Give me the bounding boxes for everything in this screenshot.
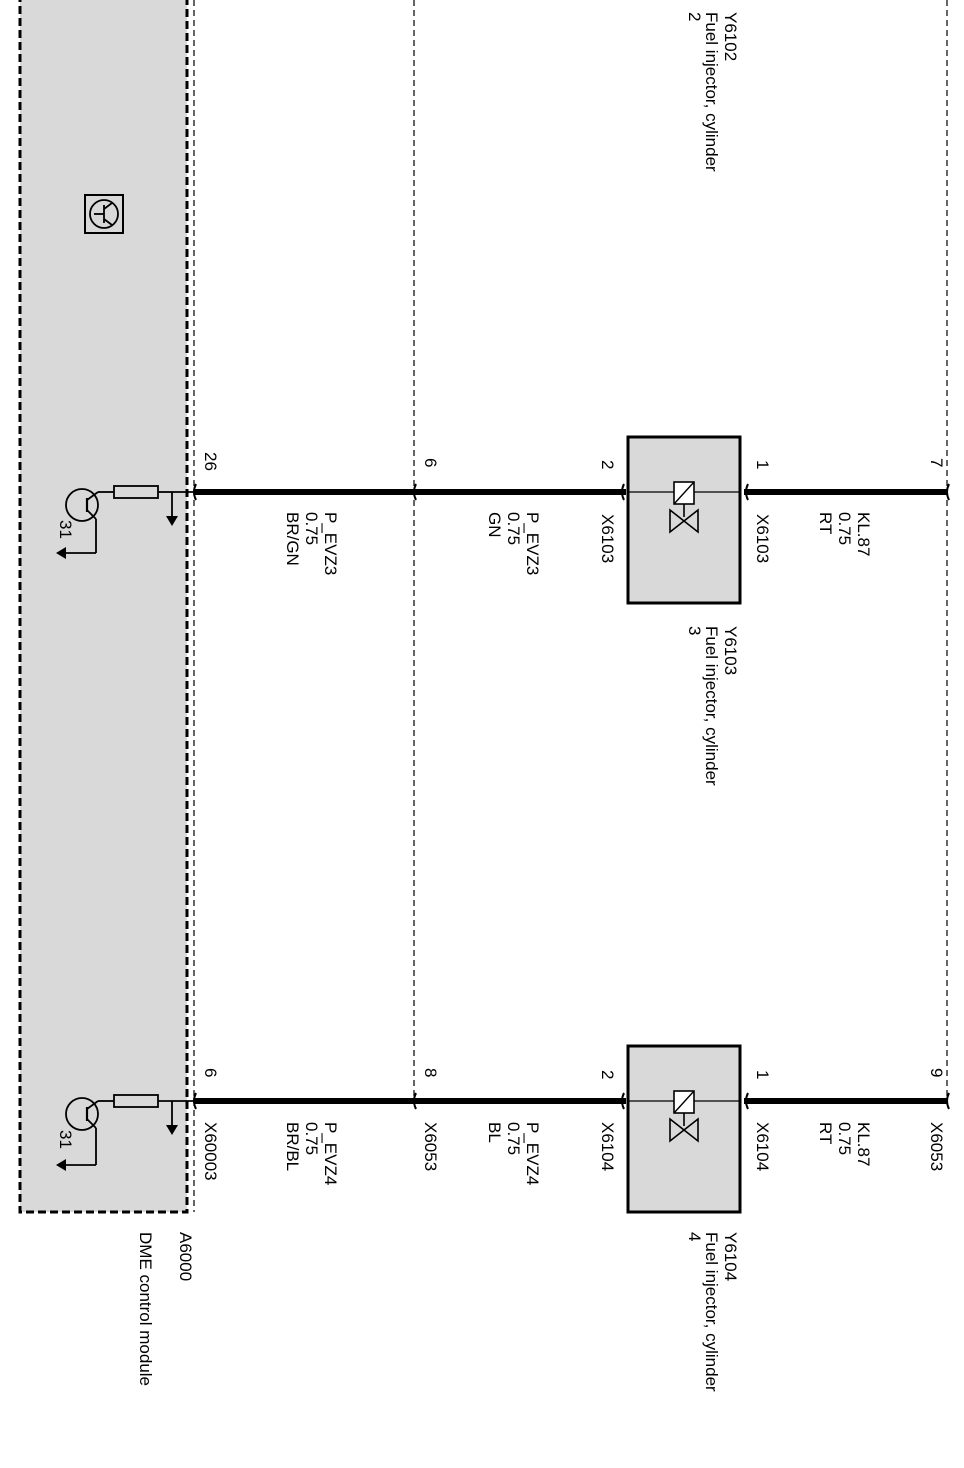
svg-text:A6000: A6000 xyxy=(176,1232,195,1281)
svg-text:P_EVZ4: P_EVZ4 xyxy=(321,1122,340,1185)
svg-text:BR/BL: BR/BL xyxy=(283,1122,302,1171)
dme-module-box xyxy=(18,0,189,1214)
pin-lower-dme: 6 xyxy=(201,1068,220,1077)
conn-lower-top: X6053 xyxy=(927,1122,946,1171)
svg-text:Fuel injector, cylinder: Fuel injector, cylinder xyxy=(702,626,721,786)
svg-text:Fuel injector, cylinder: Fuel injector, cylinder xyxy=(702,1232,721,1392)
pin-lower-mid: 8 xyxy=(421,1068,440,1077)
svg-text:KL.87: KL.87 xyxy=(854,512,873,556)
svg-text:BL: BL xyxy=(485,1122,504,1143)
conn-upper-inj-high: X6103 xyxy=(753,514,772,563)
connector-upper-inj-high xyxy=(745,483,749,501)
pin-upper-mid: 6 xyxy=(421,458,440,467)
conn-lower-mid: X6053 xyxy=(421,1122,440,1171)
wire-label-lower-w1: P_EVZ4 0.75 BR/BL xyxy=(283,1122,340,1185)
wire-label-lower-w2: P_EVZ4 0.75 BL xyxy=(485,1122,542,1185)
svg-text:GN: GN xyxy=(485,512,504,538)
upper-circuit: 26 6 2 1 7 P_EVZ3 0.75 BR/GN P_EVZ3 0.75… xyxy=(56,435,950,605)
svg-text:Y6104: Y6104 xyxy=(721,1232,740,1281)
svg-text:BR/GN: BR/GN xyxy=(283,512,302,566)
svg-text:RT: RT xyxy=(816,512,835,534)
connector-upper-top xyxy=(946,483,950,501)
svg-text:0.75: 0.75 xyxy=(302,1122,321,1155)
dme-output-stage-upper xyxy=(56,485,194,559)
component-label-y6103: Y6103 Fuel injector, cylinder 3 xyxy=(685,626,740,786)
connector-lower-inj-high xyxy=(745,1092,749,1110)
pin-upper-top: 7 xyxy=(927,458,946,467)
conn-lower-inj-low: X6104 xyxy=(598,1122,617,1171)
component-label-a6000: A6000 DME control module xyxy=(136,1232,195,1386)
connector-upper-inj-low xyxy=(621,483,625,501)
wire-label-lower-w3: KL.87 0.75 RT xyxy=(816,1122,873,1166)
svg-text:Fuel injector, cylinder: Fuel injector, cylinder xyxy=(702,12,721,172)
conn-upper-inj-low: X6103 xyxy=(598,514,617,563)
svg-text:RT: RT xyxy=(816,1122,835,1144)
pin-lower-inj-high: 1 xyxy=(753,1070,772,1079)
pin-upper-inj-low: 2 xyxy=(598,460,617,469)
svg-text:4: 4 xyxy=(685,1232,704,1241)
injector-valve-icon xyxy=(669,481,699,534)
svg-text:3: 3 xyxy=(685,626,704,635)
conn-lower-inj-high: X6104 xyxy=(753,1122,772,1171)
svg-text:0.75: 0.75 xyxy=(504,1122,523,1155)
component-label-y6104: Y6104 Fuel injector, cylinder 4 xyxy=(685,1232,740,1392)
dme-output-stage-lower xyxy=(56,1094,194,1171)
conn-lower-dme: X60003 xyxy=(201,1122,220,1181)
connector-lower-top xyxy=(946,1092,950,1110)
connector-lower-inj-low xyxy=(621,1092,625,1110)
transistor-icon xyxy=(65,488,99,522)
pin-lower-inj-low: 2 xyxy=(598,1070,617,1079)
lower-circuit: 6 8 2 1 9 X60003 P_EVZ4 0.75 BR/BL X6053… xyxy=(56,1044,950,1214)
connector-upper-mid xyxy=(413,483,417,501)
pin-upper-dme: 26 xyxy=(201,452,220,471)
transistor-icon xyxy=(65,1097,99,1131)
control-unit-icon xyxy=(84,194,124,234)
svg-text:P_EVZ3: P_EVZ3 xyxy=(523,512,542,575)
svg-text:KL.87: KL.87 xyxy=(854,1122,873,1166)
svg-text:2: 2 xyxy=(685,12,704,21)
wire-label-upper-w1: P_EVZ3 0.75 BR/GN xyxy=(283,512,340,575)
injector-valve-icon xyxy=(669,1090,699,1143)
svg-text:P_EVZ4: P_EVZ4 xyxy=(523,1122,542,1185)
ground-label-upper: 31 xyxy=(56,520,75,539)
pin-lower-top: 9 xyxy=(927,1068,946,1077)
svg-text:P_EVZ3: P_EVZ3 xyxy=(321,512,340,575)
svg-text:0.75: 0.75 xyxy=(302,512,321,545)
component-label-y6102: Y6102 Fuel injector, cylinder 2 xyxy=(685,12,740,172)
svg-text:Y6103: Y6103 xyxy=(721,626,740,675)
wire-label-upper-w2: P_EVZ3 0.75 GN xyxy=(485,512,542,575)
ground-label-lower: 31 xyxy=(56,1130,75,1149)
pin-upper-inj-high: 1 xyxy=(753,460,772,469)
svg-text:Y6102: Y6102 xyxy=(721,12,740,61)
svg-text:0.75: 0.75 xyxy=(835,1122,854,1155)
wire-label-upper-w3: KL.87 0.75 RT xyxy=(816,512,873,556)
connector-lower-mid xyxy=(413,1092,417,1110)
svg-text:DME control module: DME control module xyxy=(136,1232,155,1386)
svg-text:0.75: 0.75 xyxy=(835,512,854,545)
svg-text:0.75: 0.75 xyxy=(504,512,523,545)
